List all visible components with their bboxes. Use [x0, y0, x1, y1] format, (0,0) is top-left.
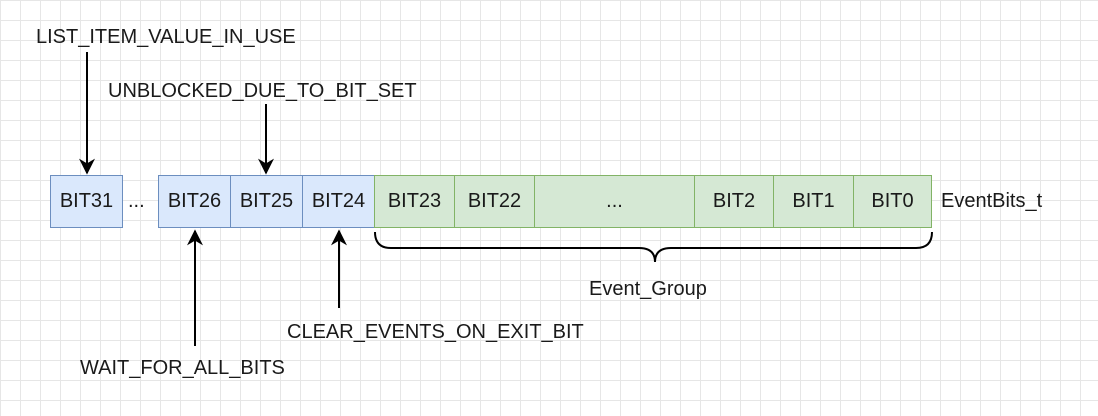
label-list-item-value-in-use: LIST_ITEM_VALUE_IN_USE — [36, 26, 296, 48]
event-group-label: Event_Group — [589, 278, 707, 300]
eventbits-type-label: EventBits_t — [941, 190, 1043, 212]
bit2-cell: BIT2 — [695, 175, 774, 228]
bit26-cell: BIT26 — [158, 175, 231, 228]
label-unblocked-due-to-bit-set: UNBLOCKED_DUE_TO_BIT_SET — [108, 80, 417, 102]
event-bits-block: BIT23 BIT22 ... BIT2 BIT1 BIT0 — [374, 175, 932, 228]
bit1-cell: BIT1 — [774, 175, 854, 228]
event-group-brace — [374, 231, 933, 263]
bit24-cell: BIT24 — [302, 175, 375, 228]
bit31-cell: BIT31 — [50, 175, 123, 228]
bit25-cell: BIT25 — [230, 175, 303, 228]
bit-gap-ellipsis: ... — [128, 190, 145, 212]
bit-range-ellipsis-cell: ... — [535, 175, 695, 228]
label-wait-for-all-bits: WAIT_FOR_ALL_BITS — [80, 357, 285, 379]
bit0-cell: BIT0 — [871, 190, 914, 212]
label-clear-events-on-exit-bit: CLEAR_EVENTS_ON_EXIT_BIT — [287, 321, 584, 343]
bit22-cell: BIT22 — [455, 175, 535, 228]
bit23-cell: BIT23 — [375, 175, 455, 228]
